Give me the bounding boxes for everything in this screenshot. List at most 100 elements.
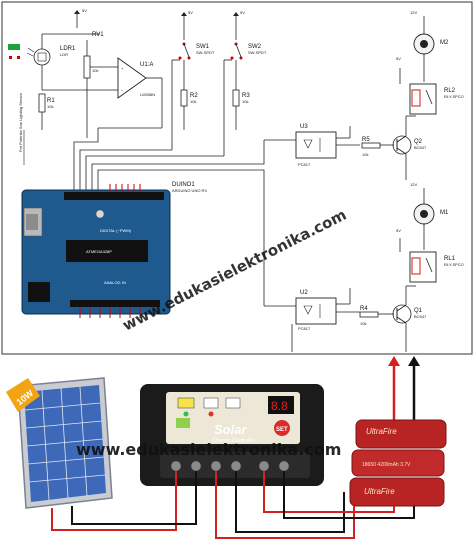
mcu-label: ATMEGA328P <box>86 249 112 254</box>
q2-symbol <box>392 135 412 155</box>
ldr-sensor-group: LDR1 LDR R1 10k Pot Potentio Sun Lightin… <box>8 33 118 165</box>
power-jack <box>28 282 50 302</box>
analog-label: ANALOG IN <box>104 280 126 285</box>
sw2-lever <box>235 43 242 58</box>
digital-header <box>64 192 164 200</box>
r1-value: 10k <box>47 104 53 109</box>
u2-part: PC817 <box>298 326 311 331</box>
r2-name: R2 <box>190 93 198 99</box>
u2-body <box>295 297 337 325</box>
r5-resistor <box>361 142 381 149</box>
digital-label: DIGITAL (~PWM) <box>100 228 132 233</box>
status-led-green <box>183 411 189 417</box>
external-wiring <box>51 471 415 539</box>
rv1-value: 10k <box>92 68 98 73</box>
m1-supply: 12V <box>410 182 417 187</box>
opamp-triangle <box>117 57 147 99</box>
r1-resistor <box>38 93 46 113</box>
set-button <box>274 420 290 436</box>
q1-symbol <box>392 304 412 324</box>
q1-name: Q1 <box>414 308 423 314</box>
q2-part: BC547 <box>414 145 427 150</box>
sw1-supply: 5V <box>188 10 193 15</box>
driver-upper: R5 10k Q2 BC547 <box>361 116 427 180</box>
sw2-name: SW2 <box>248 44 262 50</box>
battery-cell-3 <box>349 477 445 507</box>
rl2-supply: 5V <box>396 56 401 61</box>
r1-name: R1 <box>47 98 55 104</box>
relay-rl1-group: 12V M1 5V RL1 RLY-SPCO <box>396 182 464 287</box>
ldr-part: LDR <box>60 52 68 57</box>
sticker-green <box>176 418 190 428</box>
ldr-name: LDR1 <box>60 46 76 52</box>
svg-text:+: + <box>121 66 124 71</box>
arduino-name: DUINO1 <box>172 182 195 188</box>
sensor-dot-left <box>9 56 12 59</box>
rl2-name: RL2 <box>444 88 456 94</box>
ldr-body <box>37 52 47 62</box>
r5-name: R5 <box>362 137 370 143</box>
r3-resistor <box>232 89 240 107</box>
battery-cell-2 <box>351 449 445 477</box>
battery-pack: UltraFire 18650 4200mAh 3.7V UltraFire <box>349 419 447 507</box>
u3-part: PC817 <box>298 162 311 167</box>
controller-brand: Solar <box>214 422 247 437</box>
rl1-part: RLY-SPCO <box>444 262 464 267</box>
rl2-part: RLY-SPCO <box>444 94 464 99</box>
rv1-name: RV1 <box>92 32 104 38</box>
solar-panel: 10W <box>6 377 113 509</box>
q1-part: BC547 <box>414 314 427 319</box>
charge-controller: 8.8 SET Solar Charge Controller <box>140 384 324 486</box>
r4-value: 10k <box>360 321 366 326</box>
svg-text:−: − <box>121 88 124 93</box>
set-button-label: SET <box>276 427 288 433</box>
rl1-supply: 5V <box>396 228 401 233</box>
sw2-supply: 5V <box>240 10 245 15</box>
supply-arrows <box>388 356 420 420</box>
battery-cell-1 <box>355 419 447 449</box>
supply-arrow-rv1 <box>74 10 80 14</box>
sw1-name: SW1 <box>196 44 210 50</box>
battery-icon <box>203 397 219 409</box>
r2-value: 10k <box>190 99 196 104</box>
m1-name: M1 <box>440 210 449 216</box>
optocoupler-u2: U2 PC817 <box>263 288 360 352</box>
panel-icon <box>177 397 195 409</box>
m2-supply: 12V <box>410 10 417 15</box>
sw1-part: SW-SPDT <box>196 50 215 55</box>
rl1-name: RL1 <box>444 256 456 262</box>
signal-wires <box>73 128 265 290</box>
digit-display <box>268 396 294 414</box>
ldr-light-arrow-1 <box>27 47 35 53</box>
u3-body <box>295 131 337 159</box>
rv1-resistor <box>83 55 91 79</box>
battery-brand-1: UltraFire <box>366 427 397 436</box>
arduino-board: DIGITAL (~PWM) ATMEGA328P ANALOG IN DUIN… <box>21 182 207 318</box>
switch-sw2-group: 5V SW2 SW-SPDT R3 10k <box>223 10 267 156</box>
sensor-led-indicator <box>8 44 20 50</box>
load-icon <box>225 397 241 409</box>
battery-spec: 18650 4200mAh 3.7V <box>362 462 411 468</box>
panel-grid <box>24 386 106 501</box>
reset-button <box>95 209 105 219</box>
r4-resistor <box>359 311 379 318</box>
watermark-horizontal: www.edukasielektronika.com <box>76 440 341 459</box>
m2-name: M2 <box>440 40 449 46</box>
status-led-red <box>208 411 214 417</box>
comparator-name: U1:A <box>140 62 153 68</box>
r3-value: 10k <box>242 99 248 104</box>
rv1-group: 5V RV1 10k <box>74 8 118 138</box>
optocoupler-u3: U3 PC817 <box>264 124 360 167</box>
svg-text:8.8: 8.8 <box>271 399 288 413</box>
comparator-u1: + − U1:A LM358N <box>98 57 163 129</box>
switch-sw1-group: 5V SW1 SW-SPDT R2 10k <box>171 10 215 150</box>
ldr-light-arrow-2 <box>26 52 34 57</box>
controller-label-panel <box>166 392 300 444</box>
pot-note: Pot Potentio Sun Lighting Sensor <box>18 92 23 152</box>
q2-name: Q2 <box>414 139 423 145</box>
controller-subtitle: Charge Controller <box>212 438 256 444</box>
arduino-pin-stubs <box>79 184 141 318</box>
u3-name: U3 <box>300 124 308 130</box>
r2-resistor <box>180 89 188 107</box>
